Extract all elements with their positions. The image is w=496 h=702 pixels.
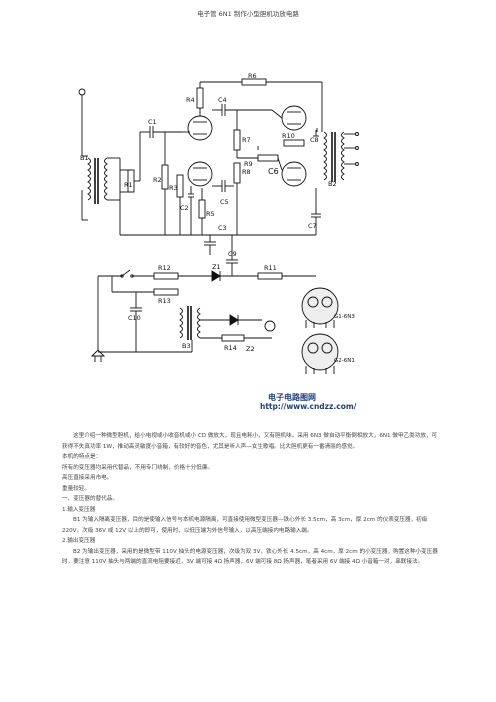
sub-heading: 1.输入变压器 [62, 506, 96, 513]
circuit-schematic: B1 R1 C1 R2 R3 R4 R6 C4 R7 R8 R9 [78, 72, 359, 374]
label-c6: C6 [268, 167, 279, 176]
page-title: 电子管 6N1 制作小型胆机功放电路 [197, 10, 299, 18]
label-r6: R6 [248, 72, 257, 80]
watermark-site-name: 电子电路图网 [268, 393, 316, 402]
resistor-r3 [176, 174, 184, 198]
label-r7: R7 [242, 136, 251, 144]
resistor-r14 [221, 334, 245, 342]
label-r1: R1 [124, 181, 133, 189]
label-c3: C3 [218, 224, 227, 232]
label-r5: R5 [206, 210, 215, 218]
label-c4: C4 [218, 96, 227, 104]
label-r14: R14 [224, 344, 237, 352]
label-c8: C8 [310, 136, 319, 144]
tube-6n3-lower-icon [187, 161, 213, 187]
paragraph: 这里介绍一种微型胆机，给小电视或小收音机或小 CD 做放大，现且电耗小，又有胆机… [62, 433, 438, 450]
mains-plug-icon [90, 349, 106, 357]
label-z2: Z2 [246, 345, 255, 353]
label-r8: R8 [242, 168, 251, 176]
tube-pinout-6n1 [301, 333, 339, 374]
tube-6n1-upper-icon [281, 105, 307, 131]
paragraph: B1 为输入隔离变压器，目的是使输入信号与本机电源隔离，可直接使用微型变压器—铁… [62, 517, 428, 534]
label-c9: C9 [228, 250, 237, 258]
label-b2: B2 [328, 180, 337, 188]
label-r2: R2 [153, 176, 162, 184]
label-r11: R11 [264, 264, 277, 272]
label-r13: R13 [158, 297, 171, 305]
sub-heading: 2.输出变压器 [62, 538, 96, 544]
resistor-r8 [233, 162, 241, 184]
resistor-r9 [257, 154, 279, 162]
label-c10: C10 [128, 314, 141, 322]
resistor-r2 [161, 164, 169, 190]
resistor-r10 [283, 139, 305, 147]
label-c7: C7 [308, 222, 317, 230]
resistor-r4 [196, 87, 204, 109]
resistor-r13 [153, 288, 179, 296]
label-r3: R3 [169, 184, 178, 192]
resistor-r12 [153, 272, 179, 280]
label-c2: C2 [180, 204, 189, 212]
label-g1: G1-6N3 [334, 314, 355, 320]
label-b1: B1 [80, 154, 89, 162]
label-r4: R4 [186, 96, 195, 104]
label-r9: R9 [244, 160, 253, 168]
label-c1: C1 [148, 118, 157, 126]
tube-pinout-6n3 [301, 287, 339, 328]
section-heading: 一、变压器的替代品。 [62, 496, 118, 502]
label-c5: C5 [220, 198, 229, 206]
label-z1: Z1 [212, 263, 221, 271]
diode-z1-icon [211, 270, 221, 282]
label-r10: R10 [282, 132, 295, 140]
watermark-url: http://www.cndzz.com/ [260, 402, 357, 411]
resistor-r11 [257, 272, 283, 280]
resistor-r7 [233, 129, 241, 151]
resistor-r5 [198, 199, 206, 219]
paragraph: 高压直接采用市电。 [62, 475, 113, 481]
tube-6n3-upper-icon [187, 115, 213, 141]
article-body: 这里介绍一种微型胆机，给小电视或小收音机或小 CD 做放大，现且电耗小，又有胆机… [62, 431, 442, 568]
tube-6n1-lower-icon [281, 161, 307, 187]
label-b3: B3 [182, 342, 191, 350]
label-r12: R12 [158, 264, 171, 272]
diode-z2-icon [229, 314, 239, 326]
paragraph: B2 为输出变压器，采用的是微型带 110V 抽头的电源变压器，次级为双 3V，… [62, 548, 438, 566]
label-g2: G2-6N1 [334, 358, 355, 364]
indicator-led-icon [264, 320, 276, 332]
paragraph: 重量较轻。 [62, 485, 90, 492]
paragraph: 所有的变压器均采用代替品，不用专门绕制，价格十分低廉。 [62, 464, 214, 471]
paragraph: 本机的特点是： [62, 454, 102, 460]
input-jack-icon [78, 88, 86, 156]
